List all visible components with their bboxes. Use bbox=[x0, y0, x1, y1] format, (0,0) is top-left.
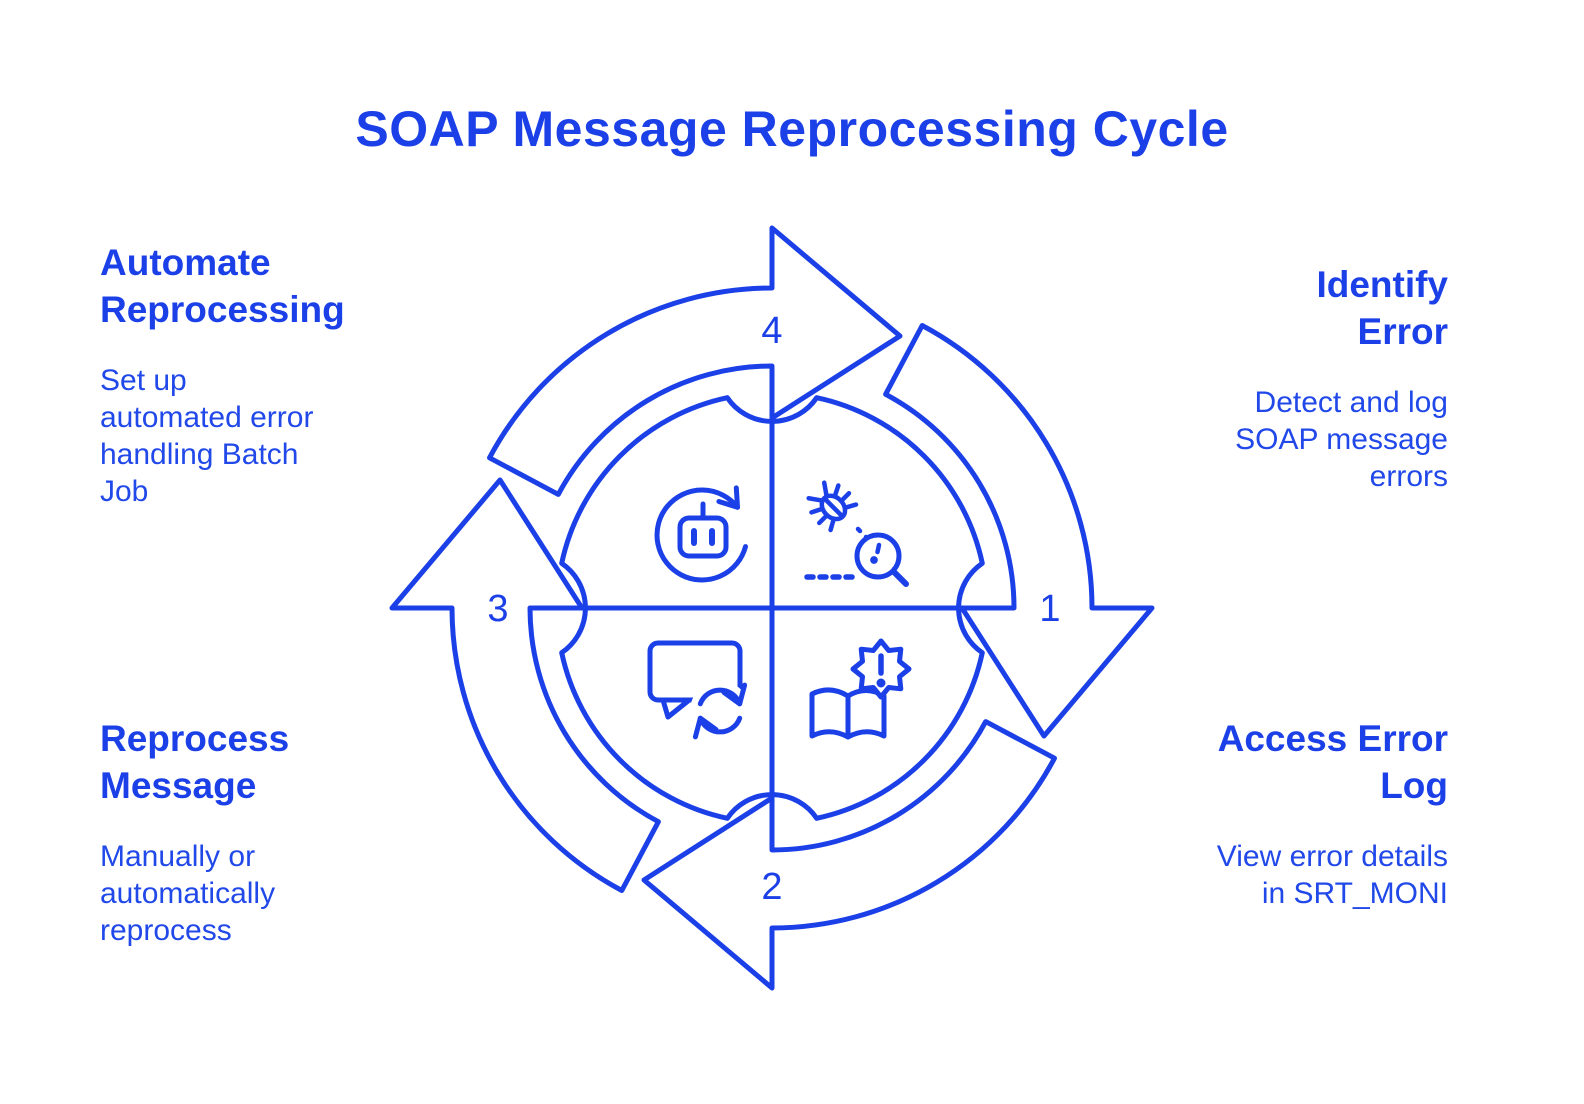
step-number-2: 2 bbox=[761, 866, 782, 908]
step-access-error-log: Access Error Log View error details in S… bbox=[1118, 716, 1448, 913]
message-sync-icon bbox=[647, 640, 750, 741]
step-heading-reprocess-message: Reprocess Message bbox=[100, 718, 290, 806]
step-reprocess-message: Reprocess Message Manually or automatica… bbox=[100, 716, 430, 950]
page-title: SOAP Message Reprocessing Cycle bbox=[355, 101, 1229, 157]
step-body-access-error-log: View error details in SRT_MONI bbox=[1216, 840, 1448, 911]
step-automate-reprocessing: Automate Reprocessing Set up automated e… bbox=[100, 240, 430, 511]
step-body-reprocess-message: Manually or automatically reprocess bbox=[100, 840, 276, 947]
step-identify-error: Identify Error Detect and log SOAP messa… bbox=[1118, 262, 1448, 496]
cycle-arrow-3-left bbox=[389, 477, 661, 893]
step-heading-access-error-log: Access Error Log bbox=[1217, 718, 1448, 806]
bug-search-icon bbox=[804, 480, 909, 587]
step-number-3: 3 bbox=[487, 588, 508, 630]
quadrant-dividers bbox=[581, 417, 963, 799]
step-heading-identify-error: Identify Error bbox=[1316, 264, 1448, 352]
book-alert-icon bbox=[809, 638, 912, 740]
step-body-automate-reprocessing: Set up automated error handling Batch Jo… bbox=[100, 364, 314, 508]
robot-refresh-icon bbox=[654, 485, 748, 583]
cycle-arrow-2-bottom bbox=[641, 719, 1057, 991]
cycle-arrows bbox=[389, 225, 1155, 991]
step-numbers: 4 1 2 3 bbox=[487, 310, 1060, 908]
step-heading-automate-reprocessing: Automate Reprocessing bbox=[100, 242, 345, 330]
step-number-4: 4 bbox=[761, 310, 782, 352]
step-body-identify-error: Detect and log SOAP message errors bbox=[1235, 386, 1448, 493]
cycle-arrow-4-top bbox=[487, 225, 903, 497]
cycle-arrow-1-right bbox=[883, 323, 1155, 739]
step-number-1: 1 bbox=[1039, 588, 1060, 630]
